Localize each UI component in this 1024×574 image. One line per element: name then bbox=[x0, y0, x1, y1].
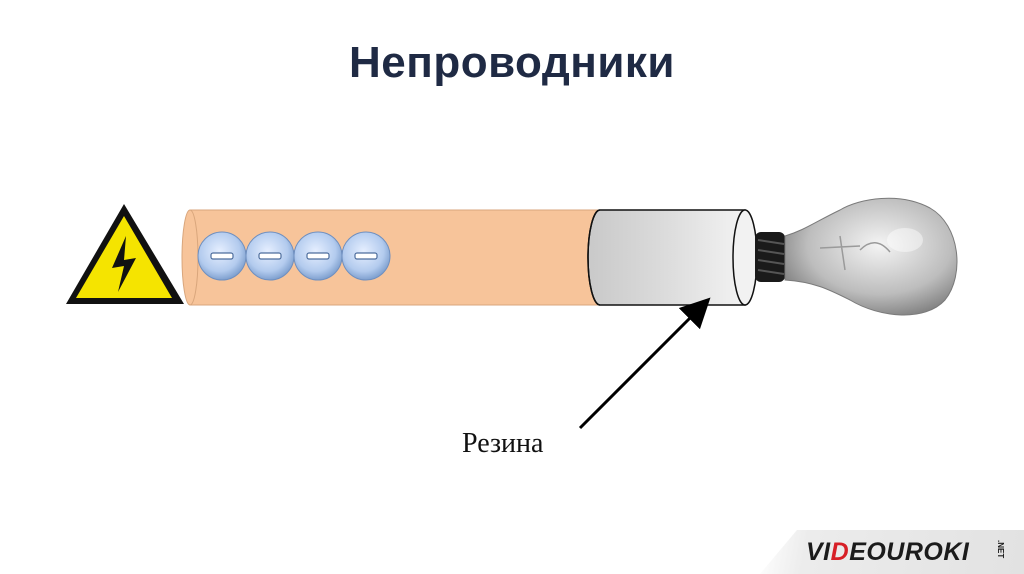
label-arrow bbox=[578, 297, 711, 430]
electron-charge: − bbox=[341, 231, 391, 281]
light-bulb-icon bbox=[755, 197, 958, 316]
minus-sign bbox=[354, 252, 378, 260]
brand-left: VI bbox=[806, 538, 831, 566]
footer-watermark: VIDEOUROKI .NET bbox=[760, 530, 1024, 574]
material-label: Резина bbox=[462, 428, 544, 459]
minus-sign bbox=[210, 252, 234, 260]
rubber-insulator bbox=[587, 209, 758, 306]
brand-suffix: .NET bbox=[996, 540, 1005, 559]
high-voltage-warning-icon bbox=[66, 204, 184, 304]
electron-charge: − bbox=[197, 231, 247, 281]
brand-right: EOUROKI bbox=[849, 538, 970, 566]
charge-group: −−−− bbox=[197, 231, 391, 281]
footer-background bbox=[760, 530, 1024, 574]
minus-sign bbox=[306, 252, 330, 260]
slide-title: Непроводники bbox=[349, 38, 675, 87]
brand-logo: VIDEOUROKI bbox=[806, 538, 969, 567]
minus-sign bbox=[258, 252, 282, 260]
brand-accent: D bbox=[830, 538, 850, 566]
electron-charge: − bbox=[245, 231, 295, 281]
electron-charge: − bbox=[293, 231, 343, 281]
